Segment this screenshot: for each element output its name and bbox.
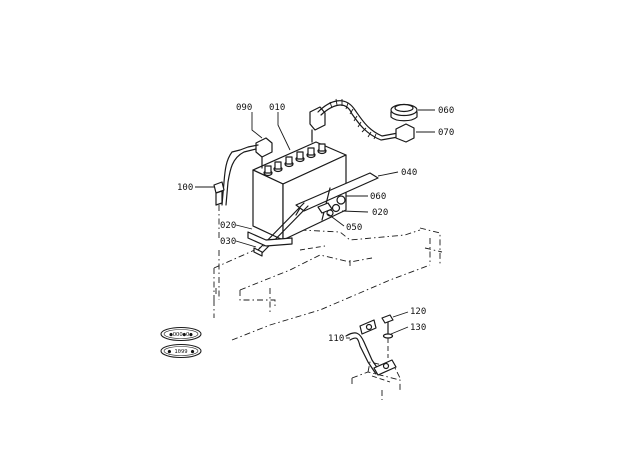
- positive-cable: [317, 98, 418, 143]
- hardware-nuts: [317, 195, 346, 217]
- label-070: 070: [438, 128, 454, 138]
- chassis-frame: [213, 227, 443, 341]
- label-130: 130: [410, 323, 426, 333]
- battery-caps: [263, 143, 327, 177]
- label-040: 040: [401, 168, 417, 178]
- leader-lines: [195, 109, 435, 339]
- label-120: 120: [410, 307, 426, 317]
- model-badge-2-text: ● 1099 ●: [168, 349, 195, 355]
- label-050: 050: [346, 223, 362, 233]
- label-020-right: 020: [372, 208, 388, 218]
- battery: [252, 106, 347, 241]
- ground-strap: [345, 314, 397, 376]
- label-020-left: 020: [220, 221, 236, 231]
- model-badges: ●OOO●O● ● 1099 ●: [160, 326, 202, 359]
- label-010: 010: [269, 103, 285, 113]
- model-badge-1: ●OOO●O●: [160, 326, 202, 342]
- label-030: 030: [220, 237, 236, 247]
- ground-cable: [213, 144, 259, 300]
- model-badge-1-text: ●OOO●O●: [169, 332, 193, 338]
- label-060-mid: 060: [370, 192, 386, 202]
- label-100: 100: [177, 183, 193, 193]
- part-labels: 010 020 020 030 040 050 060 060 070 090 …: [177, 103, 454, 344]
- hold-down-bar: [295, 172, 379, 216]
- label-060-top: 060: [438, 106, 454, 116]
- model-badge-2: ● 1099 ●: [160, 343, 202, 359]
- label-090: 090: [236, 103, 252, 113]
- label-110: 110: [328, 334, 344, 344]
